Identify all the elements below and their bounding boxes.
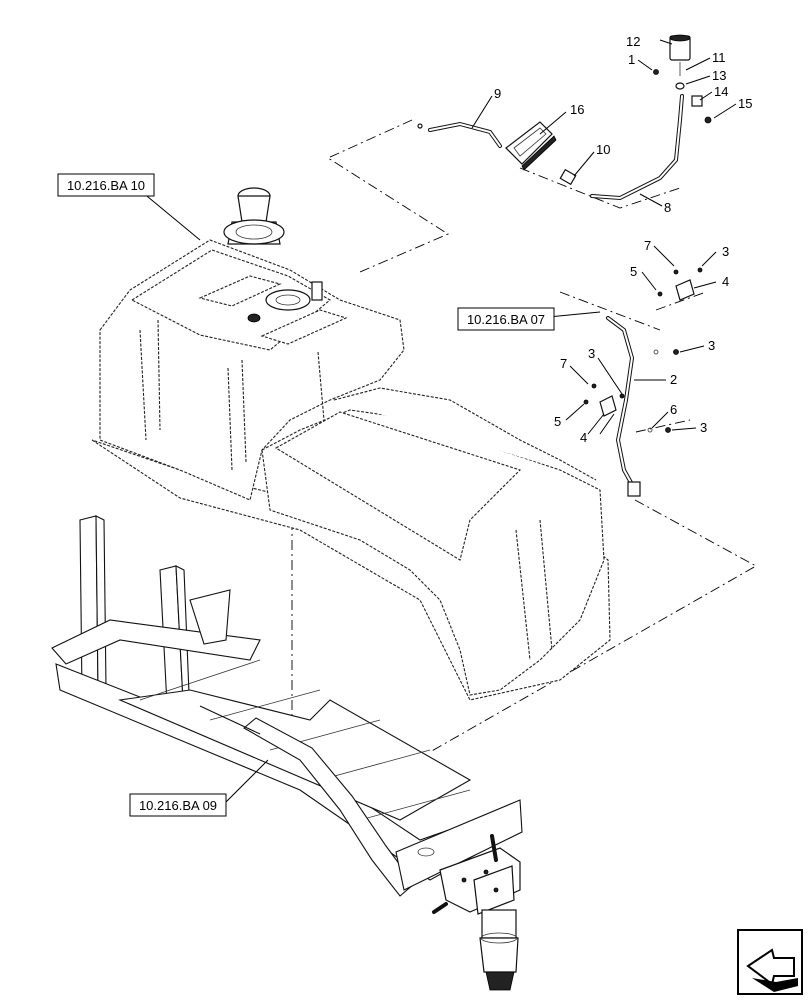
- tank-support-frame: [51, 515, 523, 897]
- callout-3-upper: 3: [722, 244, 729, 259]
- callout-4-upper: 4: [722, 274, 729, 289]
- reference-label-ba09: 10.216.BA 09: [129, 793, 227, 817]
- callout-12: 12: [626, 34, 640, 49]
- callout-11: 11: [712, 50, 726, 65]
- callout-3-mid: 3: [708, 338, 715, 353]
- callout-7-upper: 7: [644, 238, 651, 253]
- next-page-arrow-icon[interactable]: [737, 929, 803, 995]
- reference-label-ba07: 10.216.BA 07: [457, 307, 555, 331]
- reference-text: 10.216.BA 10: [67, 178, 145, 193]
- filter-cap-12: [653, 34, 712, 124]
- callout-5-lower: 5: [554, 414, 561, 429]
- callout-16: 16: [570, 102, 584, 117]
- callout-leaders: [141, 39, 737, 805]
- alignment-lines: [291, 119, 757, 753]
- callout-9: 9: [494, 86, 501, 101]
- callout-13: 13: [712, 68, 726, 83]
- callout-15: 15: [738, 96, 752, 111]
- callout-6: 6: [670, 402, 677, 417]
- hose-8: [590, 94, 684, 201]
- clamp-upper: [653, 267, 703, 355]
- callout-1: 1: [628, 52, 635, 67]
- callout-14: 14: [714, 84, 728, 99]
- clamp-lower: [583, 383, 671, 433]
- callout-3-lower-right: 3: [700, 420, 707, 435]
- fuel-filter-assembly: [432, 834, 521, 991]
- connector-10: [559, 168, 577, 186]
- callout-10: 10: [596, 142, 610, 157]
- reference-text: 10.216.BA 09: [139, 798, 217, 813]
- callout-4-lower: 4: [580, 430, 587, 445]
- callout-3-lower-left: 3: [588, 346, 595, 361]
- reference-text: 10.216.BA 07: [467, 312, 545, 327]
- callout-2: 2: [670, 372, 677, 387]
- tube-2: [606, 316, 641, 497]
- hose-9: [417, 121, 502, 148]
- callout-8: 8: [664, 200, 671, 215]
- callout-7-lower: 7: [560, 356, 567, 371]
- callout-5-upper: 5: [630, 264, 637, 279]
- callout-numbers: 12 11 1 13 14 15 9 16 10 8 7 3 5 4 3 7 3…: [494, 34, 752, 445]
- grommet-16: [505, 121, 557, 171]
- reference-label-ba10: 10.216.BA 10: [57, 173, 155, 197]
- fuel-tank: [91, 187, 611, 701]
